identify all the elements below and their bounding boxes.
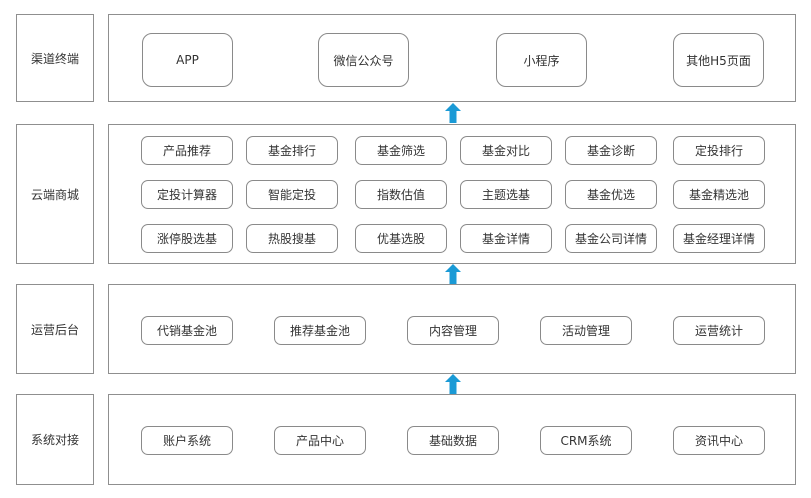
- system-node-crm: CRM系统: [540, 426, 632, 455]
- system-node-account: 账户系统: [141, 426, 233, 455]
- layer-label-channel: 渠道终端: [16, 14, 94, 102]
- layer-ops: 代销基金池 推荐基金池 内容管理 活动管理 运营统计: [108, 284, 796, 374]
- layer-channel: APP 微信公众号 小程序 其他H5页面: [108, 14, 796, 102]
- cloud-node-fund-stock-pick: 优基选股: [355, 224, 447, 253]
- layer-system: 账户系统 产品中心 基础数据 CRM系统 资讯中心: [108, 394, 796, 485]
- ops-node-activity-management: 活动管理: [540, 316, 632, 345]
- channel-node-h5: 其他H5页面: [673, 33, 764, 87]
- cloud-node-fund-company-detail: 基金公司详情: [565, 224, 657, 253]
- cloud-node-fund-compare: 基金对比: [460, 136, 552, 165]
- cloud-node-fund-diagnosis: 基金诊断: [565, 136, 657, 165]
- channel-node-wechat-official: 微信公众号: [318, 33, 409, 87]
- cloud-node-smart-sip: 智能定投: [246, 180, 338, 209]
- layer-label-system: 系统对接: [16, 394, 94, 485]
- arrow-up-icon: [445, 264, 461, 284]
- cloud-node-fund-select: 基金优选: [565, 180, 657, 209]
- cloud-node-fund-filter: 基金筛选: [355, 136, 447, 165]
- cloud-node-index-valuation: 指数估值: [355, 180, 447, 209]
- layer-label-ops: 运营后台: [16, 284, 94, 374]
- layer-label-cloud: 云端商城: [16, 124, 94, 264]
- cloud-node-fund-detail: 基金详情: [460, 224, 552, 253]
- ops-node-ops-statistics: 运营统计: [673, 316, 765, 345]
- layer-cloud: 产品推荐 基金排行 基金筛选 基金对比 基金诊断 定投排行 定投计算器 智能定投…: [108, 124, 796, 264]
- cloud-node-theme-picks: 主题选基: [460, 180, 552, 209]
- arrow-up-icon: [445, 103, 461, 123]
- system-node-base-data: 基础数据: [407, 426, 499, 455]
- cloud-node-limit-up-picks: 涨停股选基: [141, 224, 233, 253]
- ops-node-recommend-pool: 推荐基金池: [274, 316, 366, 345]
- arrow-up-icon: [445, 374, 461, 394]
- cloud-node-sip-ranking: 定投排行: [673, 136, 765, 165]
- cloud-node-product-recommend: 产品推荐: [141, 136, 233, 165]
- cloud-node-fund-manager-detail: 基金经理详情: [673, 224, 765, 253]
- channel-node-app: APP: [142, 33, 233, 87]
- cloud-node-fund-pool: 基金精选池: [673, 180, 765, 209]
- ops-node-content-management: 内容管理: [407, 316, 499, 345]
- cloud-node-hot-stock-search: 热股搜基: [246, 224, 338, 253]
- system-node-product-center: 产品中心: [274, 426, 366, 455]
- cloud-node-sip-calculator: 定投计算器: [141, 180, 233, 209]
- system-node-news-center: 资讯中心: [673, 426, 765, 455]
- channel-node-mini-program: 小程序: [496, 33, 587, 87]
- ops-node-distribution-pool: 代销基金池: [141, 316, 233, 345]
- cloud-node-fund-ranking: 基金排行: [246, 136, 338, 165]
